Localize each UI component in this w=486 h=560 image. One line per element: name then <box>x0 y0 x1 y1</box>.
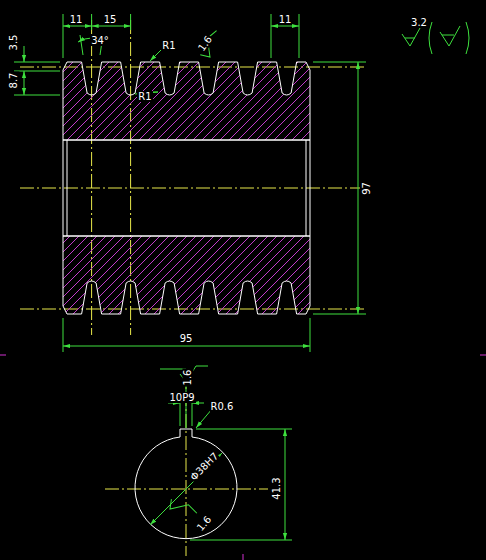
drawing-stroke <box>63 26 92 27</box>
drawing-stroke <box>150 50 161 61</box>
drawing-stroke <box>285 429 286 540</box>
finish-symbol <box>166 493 197 524</box>
dimension-label: 1.6 <box>194 513 214 534</box>
drawing-stroke <box>24 46 25 62</box>
dimension-label: 34° <box>90 35 110 46</box>
drawing-stroke <box>63 140 310 141</box>
drawing-stroke <box>63 346 310 347</box>
dimension-label: 11 <box>69 14 84 25</box>
drawing-stroke <box>63 14 64 58</box>
dimension-label: 10P9 <box>168 392 195 403</box>
finish-symbol <box>429 22 432 54</box>
drawing-stroke <box>91 14 92 30</box>
drawing-stroke <box>14 14 366 540</box>
dimension-label: 15 <box>103 14 118 25</box>
drawing-stroke <box>271 26 299 27</box>
finish-symbol <box>466 22 469 54</box>
drawing-stroke <box>0 355 6 356</box>
drawing-stroke <box>243 554 244 560</box>
drawing-stroke <box>14 71 60 72</box>
drawing-stroke <box>358 62 359 314</box>
drawing-stroke <box>63 236 310 237</box>
drawing-stroke <box>14 95 60 96</box>
dimension-label: Φ38H7 <box>187 449 221 483</box>
drawing-stroke <box>166 22 469 525</box>
drawing-stroke <box>63 62 310 314</box>
drawing-stroke <box>63 62 310 140</box>
drawing-stroke <box>63 236 310 314</box>
drawing-stroke <box>14 62 60 63</box>
drawing-stroke <box>190 540 292 541</box>
drawing-stroke <box>67 140 68 236</box>
dimension-label: 3.2 <box>410 17 428 28</box>
drawing-stroke <box>20 188 360 189</box>
drawing-stroke <box>63 140 64 236</box>
drawing-stroke <box>271 14 272 58</box>
drawing-stroke <box>130 20 131 335</box>
drawing-stroke <box>63 140 310 539</box>
drawing-stroke <box>310 140 311 236</box>
drawing-stroke <box>91 20 92 335</box>
dimension-label: 11 <box>278 14 293 25</box>
dimension-label: 1.6 <box>183 368 194 386</box>
drawing-stroke <box>480 355 486 356</box>
drawing-stroke <box>196 429 292 430</box>
finish-symbol <box>195 31 227 61</box>
drawing-stroke <box>192 403 193 426</box>
dimension-label: 95 <box>179 333 194 344</box>
dimension-label: 1.6 <box>195 33 214 54</box>
dimension-label: R1 <box>137 91 152 102</box>
dimension-label: 8.7 <box>9 71 20 89</box>
drawing-stroke <box>299 14 300 58</box>
finish-symbol <box>405 38 415 39</box>
drawing-stroke <box>192 403 204 404</box>
drawing-stroke <box>135 429 237 539</box>
drawing-stroke <box>0 355 486 560</box>
dimension-label: R0.6 <box>210 401 235 412</box>
drawing-stroke <box>180 403 181 426</box>
drawing-stroke <box>310 318 311 352</box>
drawing-stroke <box>196 409 212 428</box>
drawing-stroke <box>92 26 131 27</box>
dimension-label: 97 <box>360 181 371 196</box>
dimension-label: 3.5 <box>9 33 20 51</box>
drawing-stroke <box>24 71 25 95</box>
drawing-stroke <box>130 14 131 30</box>
dimension-label: 41.3 <box>270 476 281 500</box>
drawing-stroke <box>306 140 307 236</box>
drawing-stroke <box>20 20 365 556</box>
drawing-stroke <box>168 403 180 404</box>
drawing-stroke <box>63 318 64 352</box>
finish-symbol <box>402 28 420 46</box>
finish-symbol <box>440 26 460 46</box>
dimension-label: R1 <box>161 40 176 51</box>
finish-symbol <box>442 35 454 36</box>
